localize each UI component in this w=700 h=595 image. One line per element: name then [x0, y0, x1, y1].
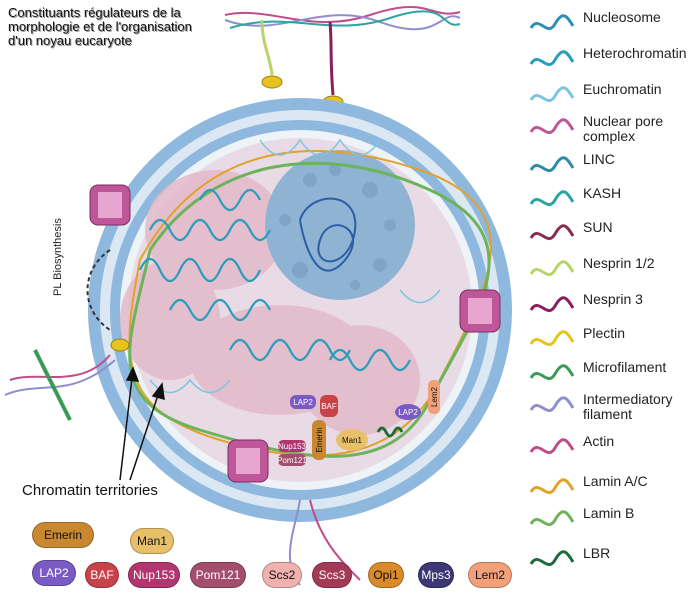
protein-baf: BAF [85, 562, 119, 588]
laminac-icon [529, 478, 575, 495]
label-lem2: Lem2 [430, 386, 439, 407]
label-man1: Man1 [342, 436, 363, 445]
legend-label-euchromatin: Euchromatin [583, 81, 662, 97]
heterochromatin-coils [138, 188, 411, 372]
protein-lem2: Lem2 [468, 562, 512, 588]
npc-right [459, 289, 501, 333]
protein-opi1: Opi1 [368, 562, 404, 588]
legend-item-linc: LINC [525, 152, 700, 182]
legend-label-nucleosome: Nucleosome [583, 9, 661, 25]
legend-label-lbr: LBR [583, 545, 611, 561]
legend-item-plectin: Plectin [525, 326, 700, 356]
legend-item-actin: Actin [525, 434, 700, 464]
microfilament-icon [529, 364, 575, 381]
top-filaments [224, 6, 461, 96]
linc-icon [529, 156, 575, 173]
kash-icon [529, 190, 575, 207]
label-lap2-right: LAP2 [398, 408, 418, 417]
legend-label-plectin: Plectin [583, 325, 626, 341]
protein-pom121: Pom121 [190, 562, 246, 588]
label-lap2: LAP2 [293, 398, 313, 407]
npc-bottom [227, 439, 269, 483]
legend-label-nesprin3: Nesprin 3 [583, 291, 643, 307]
protein-man1: Man1 [130, 528, 174, 554]
title-line-1: Constituants régulateurs de la [8, 5, 181, 20]
nesprin12-icon [529, 260, 575, 277]
legend-item-laminac: Lamin A/C [525, 474, 700, 504]
nesprin3-icon [529, 296, 575, 313]
protein-emerin: Emerin [32, 522, 94, 548]
label-emerin: Emerin [315, 427, 324, 452]
lbr-coil [376, 426, 404, 438]
npc-icon [529, 118, 575, 135]
lbr-icon [529, 550, 575, 567]
legend-label-heterochromatin: Heterochromatin [583, 45, 687, 61]
plectin-left [110, 338, 130, 352]
actin-icon [529, 438, 575, 455]
legend-item-npc: Nuclear pore complex [525, 114, 700, 144]
legend-label-microfilament: Microfilament [583, 359, 667, 375]
legend-label-sun: SUN [583, 219, 613, 235]
inner-proteins: LAP2 BAF Emerin Man1 Nup153 Pom121 Lem2 … [277, 380, 440, 466]
title-line-2: morphologie et de l'organisation [8, 19, 192, 34]
nucleolus-dna [299, 197, 357, 272]
legend-item-euchromatin: Euchromatin [525, 82, 700, 112]
protein-nup153: Nup153 [128, 562, 180, 588]
label-nup153: Nup153 [278, 442, 307, 451]
nucleosome-icon [529, 14, 575, 31]
chromatin-territories [120, 170, 420, 435]
legend-label-kash: KASH [583, 185, 622, 201]
protein-scs2: Scs2 [262, 562, 302, 588]
plectin-icon [529, 330, 575, 347]
chromatin-territories-label: Chromatin territories [22, 482, 158, 499]
pl-biosynthesis-cycle [86, 249, 111, 331]
protein-lap2: LAP2 [32, 560, 76, 586]
legend-label-laminac: Lamin A/C [583, 473, 648, 489]
legend-label-linc: LINC [583, 151, 615, 167]
laminb-icon [529, 510, 575, 527]
intermediate-icon [529, 396, 575, 413]
legend-label-npc: Nuclear pore complex [583, 113, 664, 144]
legend-label-actin: Actin [583, 433, 615, 449]
chromatin-arrows [119, 366, 165, 481]
legend-item-heterochromatin: Heterochromatin [525, 46, 700, 76]
legend-item-microfilament: Microfilament [525, 360, 700, 390]
legend-label-laminb: Lamin B [583, 505, 635, 521]
heterochromatin-icon [529, 50, 575, 67]
legend-item-nucleosome: Nucleosome [525, 10, 700, 40]
legend-item-kash: KASH [525, 186, 700, 216]
legend-label-intermediate: Intermediatory filament [583, 391, 673, 422]
legend-item-intermediate: Intermediatory filament [525, 392, 700, 422]
sun-icon [529, 224, 575, 241]
npc-left [89, 184, 131, 226]
legend-label-nesprin12: Nesprin 1/2 [583, 255, 655, 271]
label-baf: BAF [321, 402, 337, 411]
legend-item-nesprin3: Nesprin 3 [525, 292, 700, 322]
euchromatin-icon [529, 86, 575, 103]
protein-scs3: Scs3 [312, 562, 352, 588]
pl-biosynthesis-label: PL Biosynthesis [52, 218, 64, 296]
legend-item-sun: SUN [525, 220, 700, 250]
protein-mps3: Mps3 [418, 562, 454, 588]
nucleus-diagram: LAP2 BAF Emerin Man1 Nup153 Pom121 Lem2 … [4, 6, 512, 586]
label-pom121: Pom121 [277, 456, 307, 465]
left-filaments [4, 349, 116, 421]
figure-title: Constituants régulateurs de la morpholog… [8, 6, 258, 48]
nucleolus-granules [279, 164, 396, 290]
legend-item-nesprin12: Nesprin 1/2 [525, 256, 700, 286]
legend-item-laminb: Lamin B [525, 506, 700, 536]
legend-item-lbr: LBR [525, 546, 700, 576]
title-line-3: d'un noyau eucaryote [8, 33, 132, 48]
